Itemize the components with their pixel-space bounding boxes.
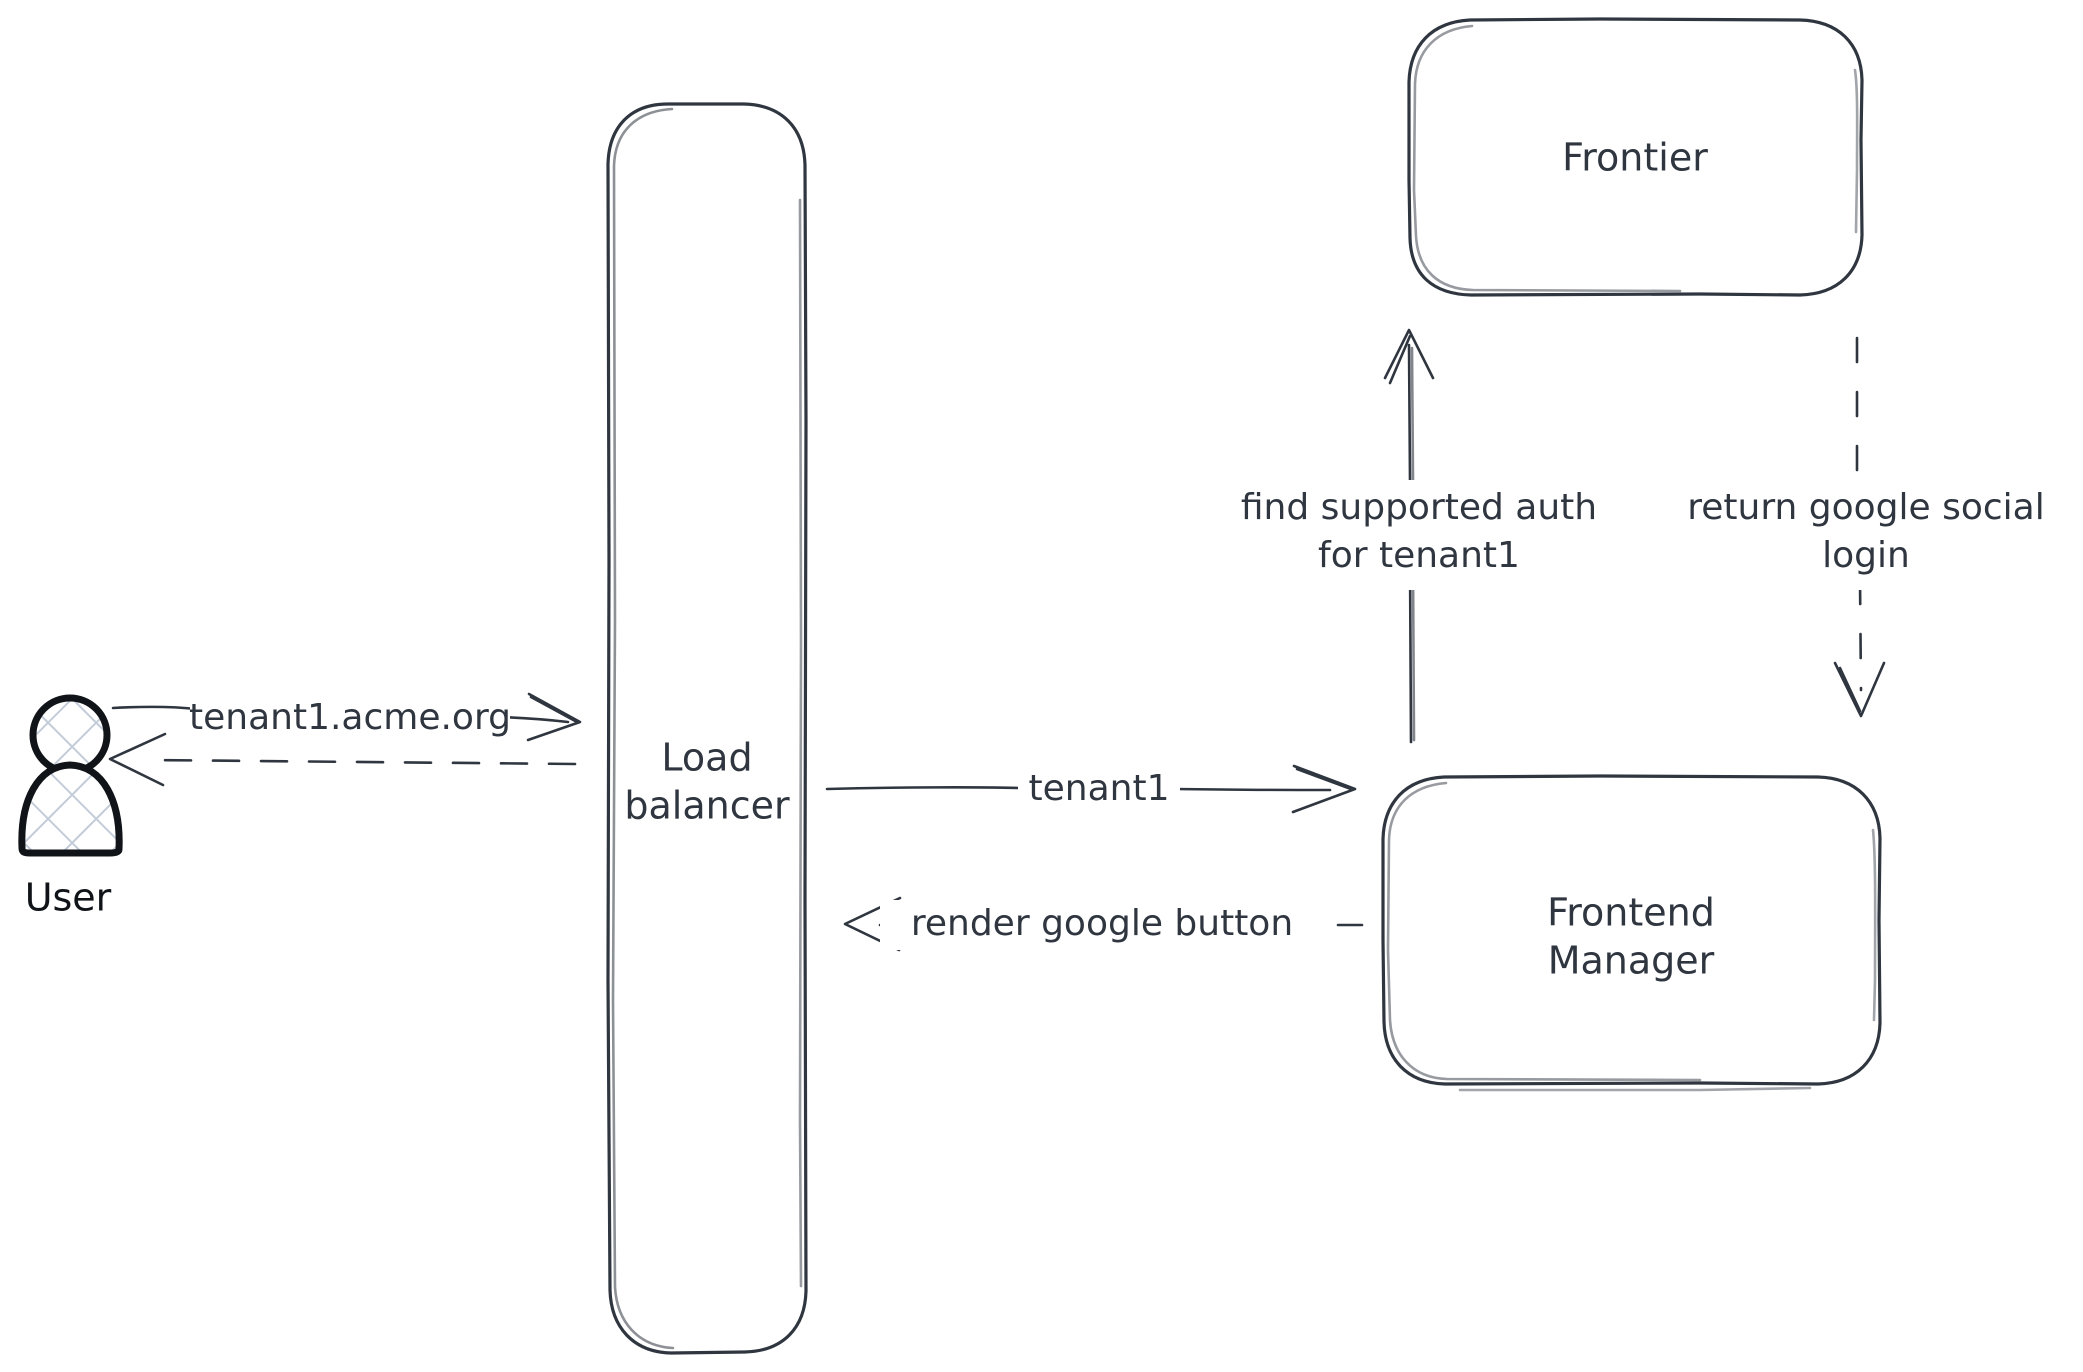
user-body-icon — [18, 761, 123, 857]
load-balancer-label-line1: Load — [661, 736, 752, 780]
edge-label-find-supported-auth-line2: for tenant1 — [1318, 535, 1520, 576]
edge-label-render-google-button: render google button — [911, 903, 1293, 944]
edge-label-bg-3 — [1018, 765, 1180, 815]
edge-label-tenant1: tenant1 — [1029, 768, 1170, 809]
load-balancer-node[interactable]: Load balancer — [606, 102, 808, 1355]
edge-label-return-google-social-line2: login — [1822, 535, 1910, 576]
edge-label-bg-1 — [190, 692, 510, 746]
user-actor[interactable]: User — [18, 694, 123, 920]
edge-label-bg-6 — [1662, 480, 2072, 590]
edge-frontend-manager-to-frontier[interactable]: find supported auth for tenant1 — [1214, 328, 1624, 744]
edge-label-find-supported-auth-line1: find supported auth — [1241, 487, 1597, 528]
edge-label-bg-5 — [1214, 480, 1624, 590]
edge-label-bg-4 — [880, 900, 1324, 950]
frontend-manager-node[interactable]: Frontend Manager — [1381, 774, 1882, 1092]
frontend-manager-label-line2: Manager — [1548, 939, 1715, 983]
edge-frontend-manager-to-load-balancer[interactable]: render google button — [843, 896, 1364, 952]
frontier-node[interactable]: Frontier — [1407, 17, 1864, 297]
edge-frontier-to-frontend-manager[interactable]: return google social login — [1662, 336, 2072, 718]
edge-load-balancer-to-user[interactable] — [108, 732, 577, 787]
frontend-manager-label-line1: Frontend — [1547, 891, 1715, 935]
frontier-label: Frontier — [1562, 136, 1708, 180]
user-label: User — [25, 876, 112, 920]
user-head-icon — [29, 694, 111, 776]
edge-load-balancer-to-frontend-manager[interactable]: tenant1 — [825, 764, 1357, 815]
edge-label-return-google-social-line1: return google social — [1687, 487, 2045, 528]
load-balancer-label-line2: balancer — [624, 784, 790, 828]
edge-label-tenant1-acme-org: tenant1.acme.org — [189, 697, 511, 738]
edge-user-to-load-balancer[interactable]: tenant1.acme.org — [111, 692, 582, 746]
